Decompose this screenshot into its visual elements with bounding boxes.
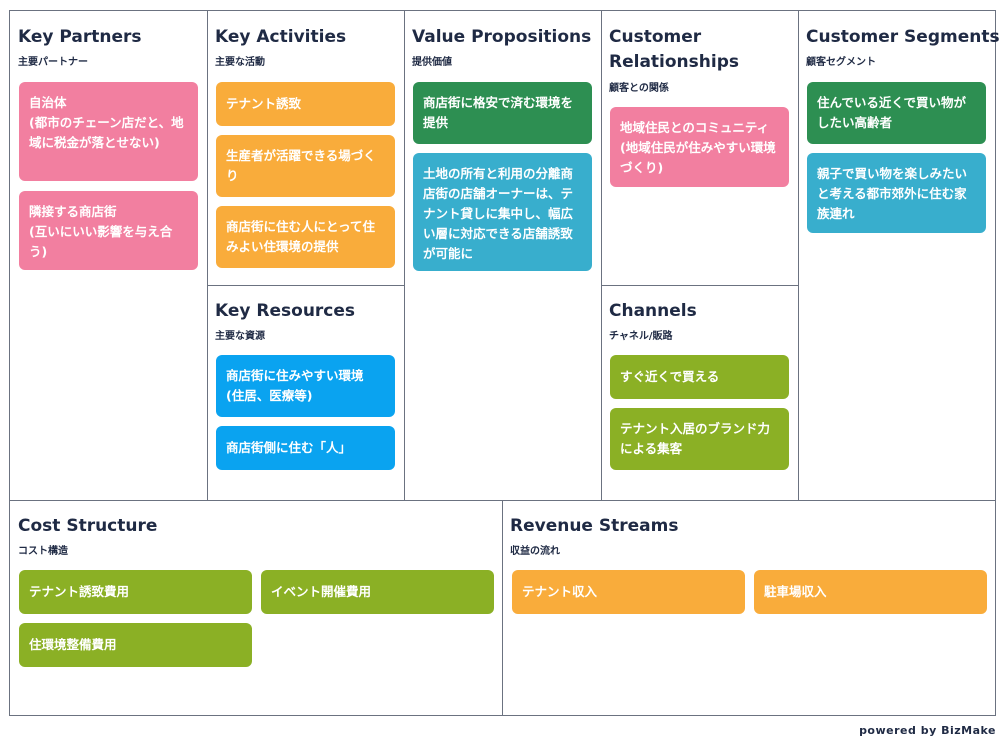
- section-title: Channels: [609, 301, 697, 321]
- sticky-note[interactable]: 地域住民とのコミュニティ(地域住民が住みやすい環境づくり): [610, 107, 789, 187]
- note-text: 住環境整備費用: [29, 637, 117, 652]
- sticky-note[interactable]: 住んでいる近くで買い物がしたい高齢者: [807, 82, 986, 144]
- section-title: Customer Segments: [806, 27, 1000, 47]
- divider: [601, 11, 602, 500]
- note-text: 商店街に住みやすい環境 (住居、医療等): [226, 368, 364, 403]
- section-subtitle: 顧客との関係: [609, 83, 669, 94]
- channels-section: Channels チャネル/販路 すぐ近くで買える テナント入居のブランド力によ…: [601, 285, 798, 500]
- divider: [207, 11, 208, 500]
- section-title: Key Resources: [215, 301, 356, 321]
- note-text: 商店街に格安で済む環境を提供: [423, 95, 574, 130]
- sticky-note[interactable]: テナント誘致: [216, 82, 395, 126]
- sticky-note[interactable]: すぐ近くで買える: [610, 355, 789, 399]
- section-title: Customer Relationships: [609, 27, 739, 72]
- note-text: 自治体 (都市のチェーン店だと、地域に税金が落とせない): [29, 95, 184, 150]
- powered-by-label: powered by BizMake: [859, 724, 996, 737]
- key-activities-section: Key Activities 主要な活動 テナント誘致 生産者が活躍できる場づく…: [207, 11, 404, 285]
- note-text: 隣接する商店街 (互いにいい影響を与え合う): [29, 204, 173, 259]
- note-text: 生産者が活躍できる場づくり: [226, 148, 376, 183]
- sticky-note[interactable]: 商店街側に住む「人」: [216, 426, 395, 470]
- sticky-note[interactable]: 商店街に住む人にとって住みよい住環境の提供: [216, 206, 395, 268]
- note-text: 地域住民とのコミュニティ(地域住民が住みやすい環境づくり): [620, 120, 776, 175]
- note-text: 商店街側に住む「人」: [226, 440, 352, 455]
- divider: [502, 500, 503, 715]
- section-subtitle: チャネル/販路: [609, 331, 673, 342]
- sticky-note[interactable]: テナント誘致費用: [19, 570, 252, 614]
- section-subtitle: 収益の流れ: [510, 546, 560, 557]
- section-title: Key Activities: [215, 27, 347, 47]
- divider: [601, 285, 798, 286]
- sticky-note[interactable]: テナント収入: [512, 570, 745, 614]
- sticky-note[interactable]: 商店街に格安で済む環境を提供: [413, 82, 592, 144]
- note-text: テナント誘致: [226, 96, 302, 111]
- value-propositions-section: Value Propositions 提供価値 商店街に格安で済む環境を提供 土…: [404, 11, 601, 500]
- revenue-streams-section: Revenue Streams 収益の流れ テナント収入 駐車場収入: [502, 500, 995, 715]
- note-text: テナント収入: [522, 584, 598, 599]
- section-subtitle: 主要パートナー: [18, 57, 88, 68]
- note-text: 土地の所有と利用の分離商店街の店舗オーナーは、テナント貸しに集中し、幅広い層に対…: [423, 166, 574, 261]
- divider: [207, 285, 404, 286]
- section-title: Value Propositions: [412, 27, 592, 47]
- note-text: テナント誘致費用: [29, 584, 130, 599]
- customer-relationships-section: Customer Relationships 顧客との関係 地域住民とのコミュニ…: [601, 11, 798, 285]
- section-subtitle: 提供価値: [412, 57, 452, 68]
- section-subtitle: 顧客セグメント: [806, 57, 876, 68]
- section-title: Revenue Streams: [510, 516, 679, 536]
- section-subtitle: 主要な資源: [215, 331, 265, 342]
- key-partners-section: Key Partners 主要パートナー 自治体 (都市のチェーン店だと、地域に…: [10, 11, 207, 500]
- note-text: すぐ近くで買える: [620, 369, 720, 384]
- section-subtitle: 主要な活動: [215, 57, 265, 68]
- sticky-note[interactable]: テナント入居のブランド力による集客: [610, 408, 789, 470]
- note-text: 駐車場収入: [764, 584, 827, 599]
- key-resources-section: Key Resources 主要な資源 商店街に住みやすい環境 (住居、医療等)…: [207, 285, 404, 500]
- note-text: 親子で買い物を楽しみたいと考える都市郊外に住む家族連れ: [817, 166, 968, 221]
- section-title: Cost Structure: [18, 516, 158, 536]
- cost-structure-section: Cost Structure コスト構造 テナント誘致費用 イベント開催費用 住…: [10, 500, 502, 715]
- sticky-note[interactable]: 駐車場収入: [754, 570, 987, 614]
- sticky-note[interactable]: 商店街に住みやすい環境 (住居、医療等): [216, 355, 395, 417]
- note-text: 商店街に住む人にとって住みよい住環境の提供: [226, 219, 376, 254]
- note-text: テナント入居のブランド力による集客: [620, 421, 771, 456]
- customer-segments-section: Customer Segments 顧客セグメント 住んでいる近くで買い物がした…: [798, 11, 1000, 500]
- section-title: Key Partners: [18, 27, 142, 47]
- sticky-note[interactable]: 土地の所有と利用の分離商店街の店舗オーナーは、テナント貸しに集中し、幅広い層に対…: [413, 153, 592, 271]
- sticky-note[interactable]: 親子で買い物を楽しみたいと考える都市郊外に住む家族連れ: [807, 153, 986, 233]
- section-subtitle: コスト構造: [18, 546, 68, 557]
- note-text: イベント開催費用: [271, 584, 372, 599]
- sticky-note[interactable]: 隣接する商店街 (互いにいい影響を与え合う): [19, 191, 198, 270]
- sticky-note[interactable]: 自治体 (都市のチェーン店だと、地域に税金が落とせない): [19, 82, 198, 181]
- divider: [798, 11, 799, 500]
- divider: [404, 11, 405, 500]
- note-text: 住んでいる近くで買い物がしたい高齢者: [817, 95, 967, 130]
- sticky-note[interactable]: 生産者が活躍できる場づくり: [216, 135, 395, 197]
- sticky-note[interactable]: 住環境整備費用: [19, 623, 252, 667]
- sticky-note[interactable]: イベント開催費用: [261, 570, 494, 614]
- business-model-canvas: Key Partners 主要パートナー 自治体 (都市のチェーン店だと、地域に…: [9, 10, 1000, 716]
